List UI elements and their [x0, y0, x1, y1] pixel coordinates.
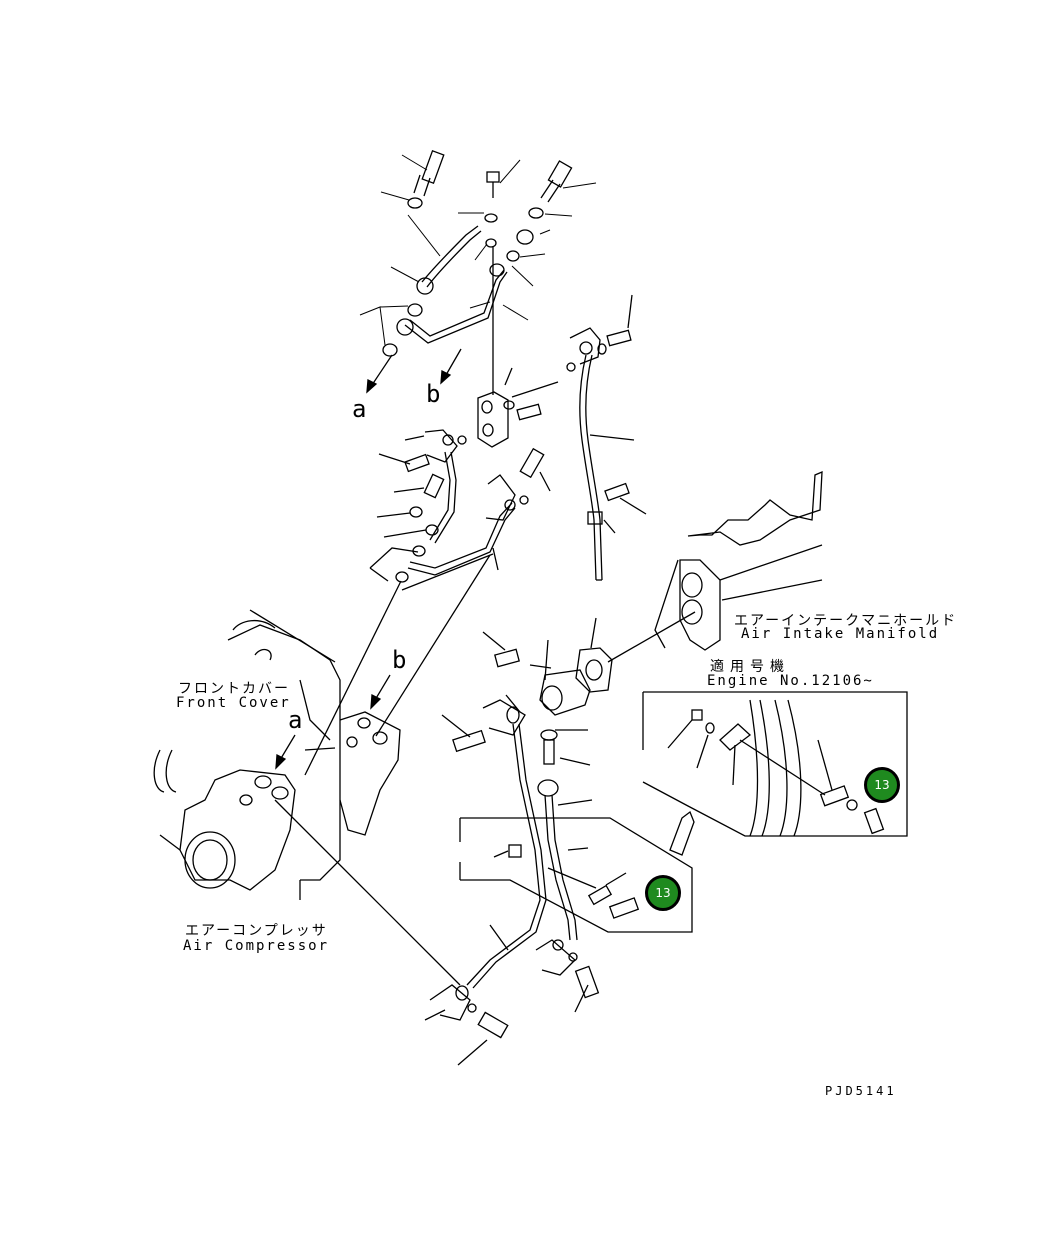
top-washers: [382, 197, 544, 357]
right-inset: [642, 691, 908, 837]
part-number-badge[interactable]: 13: [864, 767, 900, 803]
callout-letter-a: a: [288, 706, 303, 734]
top-bolts: [413, 150, 573, 203]
top-leaders: [359, 154, 597, 346]
upper-pipes: [396, 225, 508, 395]
valve-block: [477, 362, 576, 448]
engine-block: [654, 470, 823, 651]
air-intake-label-jp: エアーインテークマニホールド: [734, 613, 958, 629]
lower-pipes: [424, 694, 640, 1066]
air-compressor-label: Air Compressor: [183, 938, 330, 954]
compressor-assembly: [153, 609, 461, 986]
callout-letter-b: b: [392, 646, 407, 674]
inset-arrow: [669, 810, 695, 856]
front-cover-label: Front Cover: [176, 695, 291, 711]
part-number-badge[interactable]: 13: [645, 875, 681, 911]
air-compressor-label-jp: エアーコンプレッサ: [185, 923, 328, 939]
top-arrows: [366, 348, 462, 394]
elbow-gasket: [482, 631, 613, 716]
callout-letter-b: b: [426, 380, 441, 408]
dipstick-pipe: [569, 294, 647, 581]
engine-number-label: Engine No.12106~: [707, 673, 874, 689]
applicable-serial-label-jp: 適用号機: [710, 659, 790, 675]
front-cover-label-jp: フロントカバー: [178, 681, 290, 697]
callout-letter-a: a: [352, 395, 367, 423]
mid-cluster: [304, 429, 696, 776]
air-intake-label: Air Intake Manifold: [741, 626, 940, 642]
lower-inset: [459, 817, 693, 933]
drawing-code: PJD5141: [825, 1084, 897, 1098]
